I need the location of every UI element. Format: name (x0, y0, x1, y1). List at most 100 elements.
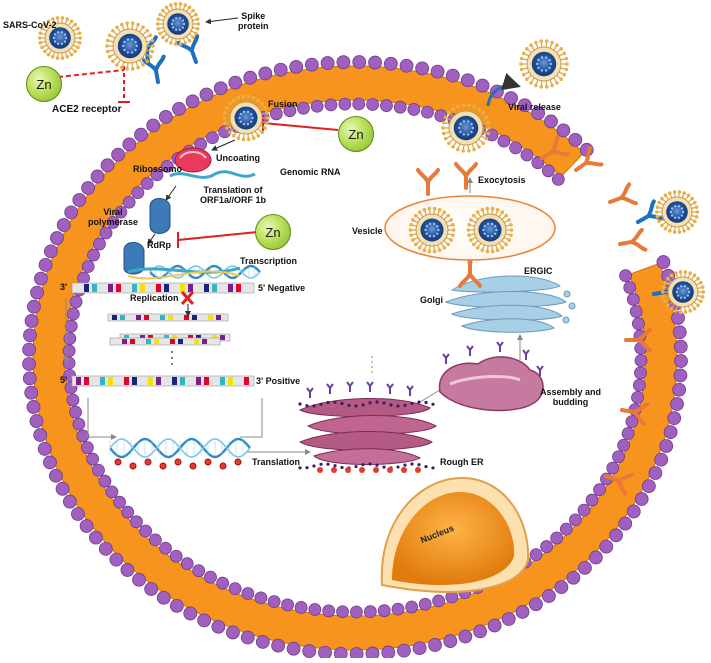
lipid-head (418, 597, 432, 611)
lipid-head (487, 618, 502, 633)
lipid-head (671, 311, 685, 325)
receptor (416, 168, 440, 196)
lipid-head (310, 99, 324, 113)
lipid-head (365, 646, 380, 661)
lipid-head (320, 56, 335, 70)
lipid-head (180, 557, 194, 571)
lipid-head (391, 602, 405, 616)
lipid-head (377, 604, 391, 618)
label-spike-protein: Spike protein (238, 11, 269, 31)
lipid-head (114, 205, 128, 219)
block-x-icon (180, 290, 195, 306)
cell-membrane (22, 55, 688, 661)
lipid-head (144, 582, 159, 596)
lipid-head (132, 572, 146, 587)
lipid-head (99, 226, 113, 240)
label-viral-polymerase: Viral polymerase (88, 207, 139, 227)
lipid-head (22, 342, 37, 357)
label-virus: SARS-CoV-2 (3, 20, 57, 30)
lipid-head (258, 66, 273, 81)
lipid-head (226, 625, 240, 640)
lipid-head (109, 552, 124, 567)
lipid-head (130, 515, 143, 529)
lipid-head (336, 55, 351, 70)
lipid-head (81, 260, 95, 273)
lipid-head (577, 503, 591, 517)
lipid-head (150, 168, 164, 182)
label-3-prime-top: 3' (60, 282, 68, 292)
lipid-head (72, 417, 86, 431)
label-vesicle: Vesicle (352, 226, 383, 236)
lipid-head (80, 441, 94, 455)
lipid-head (399, 58, 414, 73)
lipid-head (672, 325, 687, 340)
lipid-head (22, 371, 37, 386)
lipid-head (281, 598, 294, 612)
lipid-head (228, 75, 243, 90)
label-translation-orf: Translation of ORF1a//ORF 1b (200, 185, 267, 205)
label-transcription: Transcription (240, 256, 298, 266)
lipid-head (29, 414, 44, 428)
viral-release-arrow (486, 72, 521, 107)
lipid-head (515, 605, 530, 619)
lipid-head (667, 411, 682, 426)
golgi-icon (444, 275, 576, 333)
lipid-head (100, 158, 115, 173)
lipid-head (283, 104, 297, 118)
lipid-head (566, 570, 581, 585)
lipid-head (87, 248, 100, 262)
lipid-head (213, 81, 228, 96)
receptor (176, 34, 200, 64)
lipid-head (139, 524, 153, 538)
vesicle-icon (384, 195, 556, 261)
receptor (618, 227, 648, 252)
lipid-head (634, 492, 649, 506)
lipid-head (30, 285, 44, 300)
lipid-head (368, 55, 382, 70)
lipid-head (397, 643, 411, 658)
lipid-head (593, 483, 606, 497)
lipid-head (380, 99, 393, 112)
lipid-head (617, 438, 631, 452)
lipid-head (122, 137, 137, 152)
lipid-head (69, 295, 83, 309)
receptor (620, 402, 650, 427)
label-uncoating: Uncoating (216, 153, 260, 163)
lipid-head (366, 98, 380, 111)
virus-particle (155, 2, 201, 46)
lipid-head (529, 597, 543, 612)
lipid-head (243, 70, 258, 85)
lipid-head (228, 582, 242, 596)
polymerase-icon (123, 198, 241, 280)
lipid-head (432, 594, 446, 608)
lipid-head (172, 101, 186, 116)
lipid-head (64, 319, 78, 333)
lipid-head (556, 123, 571, 138)
lipid-head (206, 131, 219, 145)
lipid-head (156, 590, 171, 605)
lipid-head (169, 598, 184, 613)
label-5-prime-negative: 5' Negative (258, 283, 306, 293)
nucleus-icon (380, 476, 530, 593)
lipid-head (632, 378, 646, 392)
lipid-head (673, 339, 688, 354)
receptor (454, 162, 478, 190)
label-ace2-receptor: ACE2 receptor (52, 104, 122, 115)
lipid-head (501, 612, 516, 626)
lipid-head (544, 114, 558, 129)
lipid-head (55, 481, 70, 496)
lipid-head (294, 601, 308, 614)
lipid-head (216, 576, 230, 590)
rna-strand-icon (71, 282, 255, 387)
lipid-head (569, 513, 582, 527)
lipid-head (92, 463, 105, 477)
lipid-head (352, 55, 367, 69)
virus-particle (441, 103, 491, 153)
lipid-head (336, 605, 349, 619)
lipid-head (255, 635, 270, 649)
lipid-head (623, 281, 637, 294)
lipid-head (407, 103, 421, 116)
lipid-head (626, 293, 640, 306)
